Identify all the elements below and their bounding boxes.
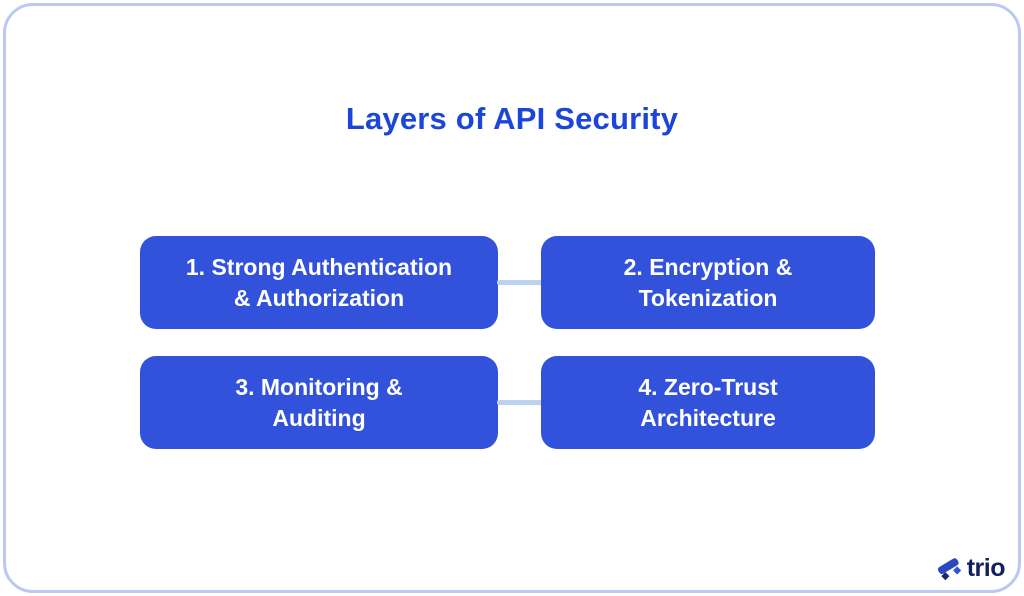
page-title: Layers of API Security — [345, 101, 679, 136]
connector-row-1 — [497, 280, 542, 285]
trio-logo-text: trio — [966, 554, 1006, 582]
connector-row-2 — [497, 400, 542, 405]
layer-box-1-label: 1. Strong Authentication & Authorization — [185, 253, 453, 311]
layer-box-2: 2. Encryption & Tokenization — [541, 236, 875, 329]
trio-logo: trio — [936, 554, 1006, 582]
layer-box-1: 1. Strong Authentication & Authorization — [140, 236, 498, 329]
layer-box-4-label: 4. Zero-Trust Architecture — [638, 373, 778, 431]
rounded-border-frame — [3, 3, 1021, 593]
layer-box-3: 3. Monitoring & Auditing — [140, 356, 498, 449]
layer-box-2-label: 2. Encryption & Tokenization — [623, 253, 793, 311]
layer-box-3-label: 3. Monitoring & Auditing — [235, 373, 403, 431]
trio-spark-icon — [937, 558, 961, 581]
layer-box-4: 4. Zero-Trust Architecture — [541, 356, 875, 449]
